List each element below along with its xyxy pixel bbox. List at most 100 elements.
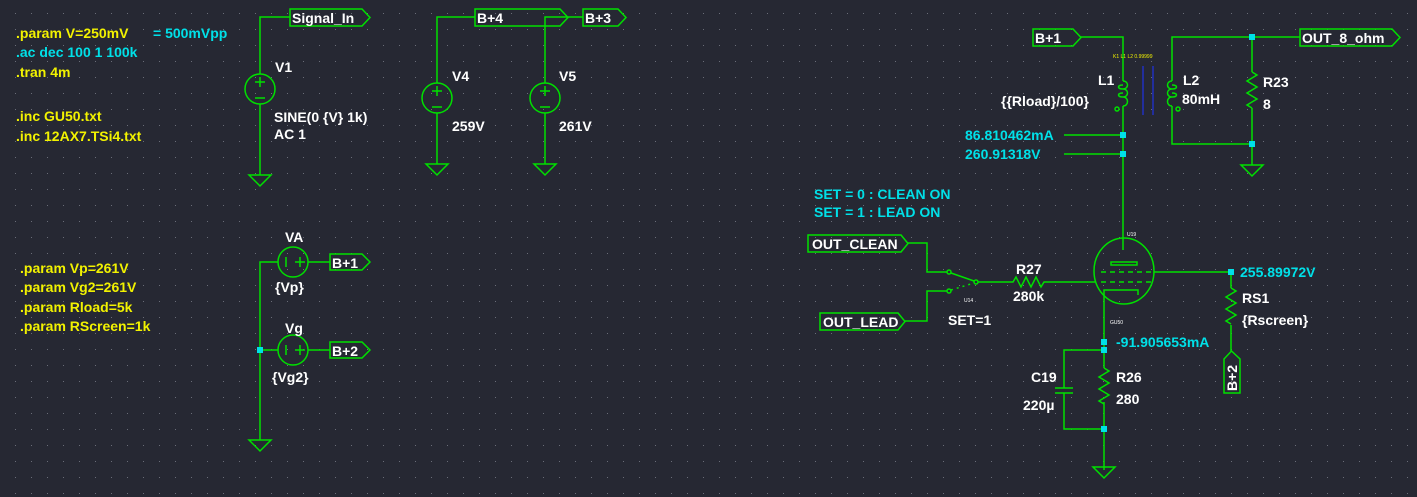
directive-inc-12ax7[interactable]: .inc 12AX7.TSi4.txt	[16, 128, 142, 144]
net-label: OUT_CLEAN	[812, 236, 898, 252]
component-value: {Vp}	[275, 279, 304, 295]
resistor-r23-icon	[1245, 71, 1259, 109]
switch-contact-icon	[946, 269, 952, 275]
screen-voltage-label: 255.89972V	[1240, 264, 1316, 280]
v4-voltage-source[interactable]: B+4 V4 259V	[421, 8, 570, 177]
note-set0[interactable]: SET = 0 : CLEAN ON	[814, 186, 951, 202]
directive-ac[interactable]: .ac dec 100 1 100k	[16, 44, 138, 60]
component-name: L2	[1183, 72, 1200, 88]
resistor-r27-icon	[978, 275, 1095, 289]
dot-icon	[1175, 106, 1181, 112]
cathode-current-label: -91.905653mA	[1116, 334, 1209, 350]
net-label: OUT_LEAD	[823, 314, 898, 330]
net-flag-out-lead[interactable]	[819, 312, 906, 331]
comment-vpp[interactable]: = 500mVpp	[153, 25, 227, 41]
net-label: B+1	[1035, 30, 1061, 46]
component-name: U19	[1127, 232, 1136, 238]
net-flag-signal-in[interactable]	[289, 8, 372, 27]
v1-voltage-source[interactable]: Signal_In V1 SINE(0 {V} 1k) AC 1	[244, 8, 372, 188]
voltage-source-icon	[529, 82, 561, 114]
polarity-icon	[285, 257, 305, 267]
directive-param-rscreen[interactable]: .param RScreen=1k	[20, 318, 151, 334]
net-label: B+2	[332, 343, 358, 359]
directive-inc-gu50[interactable]: .inc GU50.txt	[16, 108, 102, 124]
component-value: 80mH	[1182, 91, 1220, 107]
wire	[259, 261, 330, 440]
voltage-source-icon	[277, 246, 309, 278]
component-name: R26	[1116, 369, 1142, 385]
note-set1[interactable]: SET = 1 : LEAD ON	[814, 204, 940, 220]
net-flag-bp1[interactable]	[329, 253, 372, 271]
net-flag-bp1[interactable]	[1032, 28, 1083, 47]
inductor-l2-icon	[1166, 80, 1178, 107]
wire	[436, 16, 475, 164]
tube-u19-gu50[interactable]: U19 GU50 RS1 {Rscreen} B+2	[1093, 232, 1309, 394]
net-flag-out-8-ohm[interactable]	[1299, 28, 1402, 47]
coupling-directive: K1 L1 L2 0.99999	[1113, 54, 1153, 60]
junction	[1101, 347, 1107, 353]
junction	[257, 347, 263, 353]
ground-icon	[247, 174, 273, 188]
wire	[1064, 134, 1123, 155]
junction	[1249, 141, 1255, 147]
voltage-source-icon	[277, 334, 309, 366]
tube-envelope-icon	[1093, 237, 1155, 305]
wire	[259, 16, 290, 175]
component-value: SET=1	[948, 312, 991, 328]
v5-voltage-source[interactable]: B+3 V5 261V	[529, 8, 628, 177]
component-value: 259V	[452, 118, 485, 134]
plate-current-label: 86.810462mA	[965, 127, 1054, 143]
component-name: L1	[1098, 72, 1115, 88]
net-label: B+4	[477, 10, 503, 26]
net-label: B+1	[332, 255, 358, 271]
directive-param-vp[interactable]: .param Vp=261V	[20, 260, 129, 276]
wire	[905, 242, 947, 322]
component-name: U14	[964, 298, 973, 304]
directive-param-vg2[interactable]: .param Vg2=261V	[20, 279, 137, 295]
operating-point-labels: 86.810462mA 260.91318V 255.89972V -91.90…	[965, 127, 1316, 350]
component-value: {Vg2}	[272, 369, 309, 385]
wire	[1171, 36, 1300, 165]
component-value: 280k	[1013, 288, 1044, 304]
inductor-l1-icon	[1117, 80, 1129, 107]
directive-tran[interactable]: .tran 4m	[16, 64, 70, 80]
polarity-icon	[255, 77, 265, 99]
cathode-network[interactable]: C19 220µ R26 280	[1023, 295, 1142, 480]
component-name: V5	[559, 68, 576, 84]
ground-icon	[1091, 466, 1117, 480]
comment-notes: SET = 0 : CLEAN ON SET = 1 : LEAD ON	[814, 186, 951, 220]
switch-arm-dashed-icon	[950, 282, 975, 291]
plate-voltage-label: 260.91318V	[965, 146, 1041, 162]
component-name: Vg	[285, 320, 303, 336]
output-transformer[interactable]: B+1 OUT_8_ohm K1 L1 L2 0.99999 L1 {{Rloa…	[1001, 28, 1402, 250]
net-flag-bp3[interactable]	[582, 8, 628, 27]
polarity-icon	[432, 86, 442, 108]
component-value: {{Rload}/100}	[1001, 93, 1089, 109]
polarity-icon	[540, 86, 550, 108]
net-label: OUT_8_ohm	[1302, 30, 1384, 46]
directive-param-v[interactable]: .param V=250mV	[16, 25, 129, 41]
net-flag-bp2[interactable]	[1223, 349, 1241, 394]
ground-icon	[532, 163, 558, 177]
net-flag-bp4[interactable]	[474, 8, 570, 27]
net-flag-out-clean[interactable]	[807, 234, 909, 253]
net-label: B+3	[585, 10, 611, 26]
component-value: 8	[1263, 96, 1271, 112]
cathode-icon	[1103, 289, 1139, 295]
component-value-ac: AC 1	[274, 126, 306, 142]
wire	[1080, 36, 1124, 250]
voltage-source-icon	[421, 82, 453, 114]
input-switch-u14[interactable]: OUT_CLEAN OUT_LEAD U14 SET=1 R27 280k	[807, 234, 1095, 331]
component-name: VA	[285, 229, 303, 245]
va-vg-sources[interactable]: B+1 B+2 VA {Vp} Vg {Vg2}	[247, 229, 372, 453]
net-label: B+2	[1224, 365, 1240, 391]
ground-icon	[424, 163, 450, 177]
component-name: R27	[1016, 261, 1042, 277]
component-name: RS1	[1242, 290, 1269, 306]
directive-param-rload[interactable]: .param Rload=5k	[20, 299, 133, 315]
net-flag-bp2[interactable]	[329, 341, 372, 359]
component-value: 220µ	[1023, 397, 1054, 413]
component-model: GU50	[1110, 320, 1123, 326]
spice-directives: .param V=250mV = 500mVpp .ac dec 100 1 1…	[16, 25, 227, 334]
